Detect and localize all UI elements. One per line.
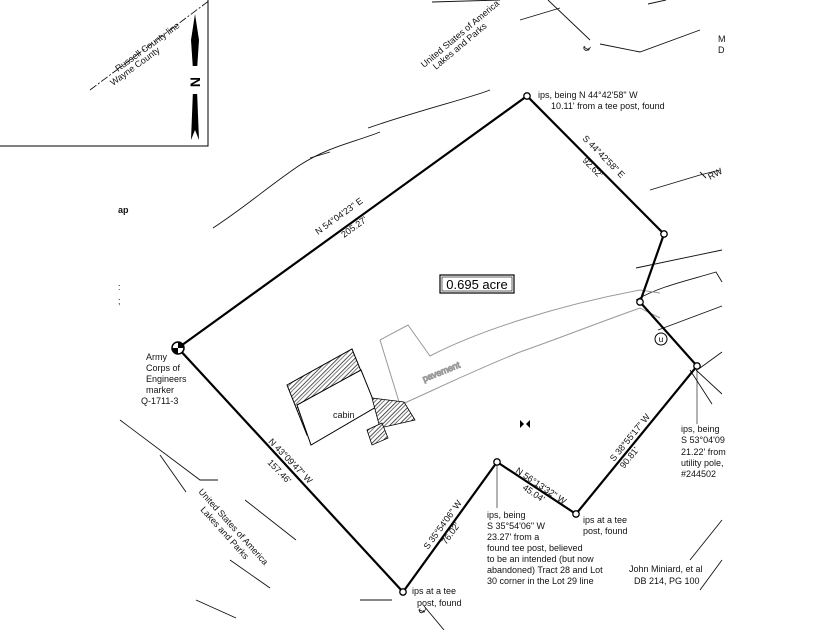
county-line-label: Russell County line — [113, 20, 181, 73]
notch-top-note: to be an intended (but now — [487, 554, 594, 564]
bottom-corner-note: ips at a tee — [412, 586, 456, 596]
north-arrow: N — [187, 14, 203, 140]
pavement: pavement — [379, 289, 661, 406]
notch-bottom-note: ips at a tee — [583, 515, 627, 525]
right-corner-note: S 53°04'09 — [681, 435, 725, 445]
top-corner-note: 10.11' from a tee post, found — [551, 101, 665, 111]
legend-box: Russell County line .. Wayne County N — [0, 0, 211, 147]
right-corner-note: 21.22' from — [681, 447, 726, 457]
notch-top-note: S 35°54'06" W — [487, 521, 546, 531]
utility-pole-icon: u — [654, 332, 668, 346]
right-corner-note: ips, being — [681, 424, 720, 434]
top-corner-note: ips, being N 44°42'58" W — [538, 90, 638, 100]
notch-top-note: 23.27' from a — [487, 532, 539, 542]
cabin-label: cabin — [333, 410, 355, 420]
background-lines — [119, 0, 723, 630]
fragment-label: M — [718, 34, 726, 44]
notch-top-note: found tee post, believed — [487, 543, 583, 553]
acreage-label: 0.695 acre — [446, 277, 507, 292]
adjoiner-labels: United States of America Lakes and Parks… — [118, 0, 726, 586]
army-marker-note: Army — [146, 352, 167, 362]
svg-text:;: ; — [118, 296, 121, 306]
fragment-label: ap — [118, 205, 129, 215]
army-corps-marker-icon — [171, 341, 185, 355]
svg-text:u: u — [659, 335, 663, 344]
notch-top-note: ips, being — [487, 510, 526, 520]
centerline-icon: ℄ — [416, 606, 428, 616]
usa-bottom-label: United States of America — [197, 487, 271, 567]
svg-text::: : — [118, 282, 121, 292]
army-marker-note: marker — [146, 385, 174, 395]
army-marker-note: Engineers — [146, 374, 187, 384]
right-corner-note: #244502 — [681, 469, 716, 479]
army-marker-note: Q-1711-3 — [141, 396, 178, 406]
bowtie-symbol-icon — [520, 420, 530, 428]
army-marker-note: Corps of — [146, 363, 181, 373]
centerline-icon: ℄ — [581, 43, 593, 54]
notch-bottom-note: post, found — [583, 526, 628, 536]
fragment-label: D — [718, 45, 725, 55]
cabin: cabin — [286, 348, 416, 446]
notch-top-note: abandoned) Tract 28 and Lot — [487, 565, 603, 575]
miniard-label: DB 214, PG 100 — [634, 576, 700, 586]
bottom-corner-note: post, found — [417, 598, 462, 608]
leader-lines — [496, 370, 698, 508]
miniard-label: John Miniard, et al — [629, 564, 703, 574]
svg-text:..: .. — [107, 65, 117, 76]
rw-label: RW — [706, 166, 724, 182]
right-corner-note: utility pole, — [681, 458, 724, 468]
acreage-box: 0.695 acre — [439, 274, 515, 294]
north-arrow-label: N — [187, 77, 203, 87]
corner-notes: Army Corps of Engineers marker Q-1711-3 … — [141, 90, 726, 608]
notch-top-note: 30 corner in the Lot 29 line — [487, 576, 594, 586]
survey-corners — [399, 92, 701, 596]
usa-top-label: United States of America — [419, 0, 501, 70]
